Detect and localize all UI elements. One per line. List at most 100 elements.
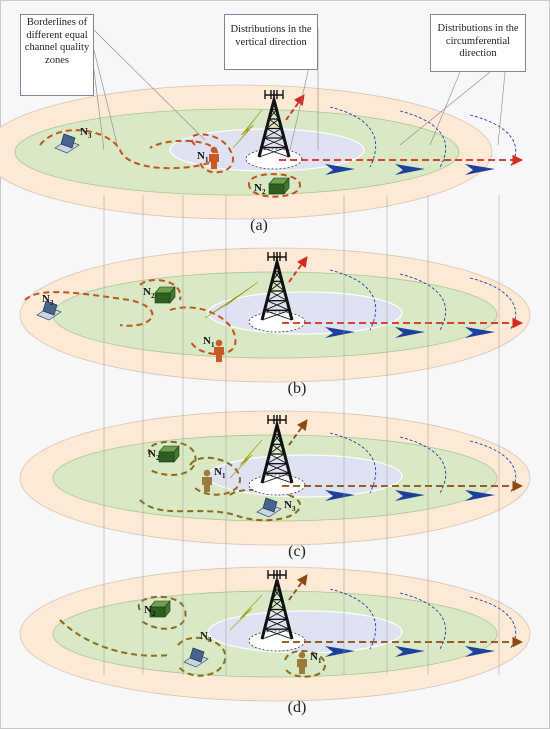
user-body [202,477,212,492]
zone-boundary [284,649,327,678]
direction-wedge [325,646,355,657]
tower-brace [261,628,290,640]
user-head [215,339,223,347]
tower-brace [274,589,283,600]
zone-boundary [247,173,302,198]
user-body [297,659,307,674]
tower-brace [266,300,290,311]
tower-brace [261,472,290,484]
tower-brace [264,618,288,630]
direction-wedge [465,490,495,501]
circumferential-arc [399,436,446,494]
router-side [173,445,180,463]
tower-brace [269,280,283,292]
user-head [298,651,306,659]
laptop-screen [189,647,205,663]
router-front [268,183,285,195]
tower-brace [269,443,283,455]
callout-connector [93,29,206,141]
vertical-distribution-callout: Distributions in the vertical direction [224,14,318,70]
node-label-n1: N1 [203,335,215,350]
user-icon [297,651,307,674]
tower-brace [266,453,285,465]
tower-brace [271,271,280,282]
node-label-n3: N3 [42,293,54,308]
router-side [283,177,290,195]
tower-brace [269,453,288,465]
router-icon [149,600,171,618]
tower-icon [248,252,306,333]
direction-wedge [325,490,355,501]
zone-boundary [189,456,242,496]
circumferential-distribution-callout: Distributions in the circumferential dir… [430,14,526,72]
lightning-icon [204,281,259,319]
panel-b [19,247,531,383]
direction-wedge [395,164,425,175]
vertical-distribution-arrow [285,94,305,121]
tower-brace [261,147,290,158]
circumferential-arc [399,110,446,168]
user-icon [209,146,219,169]
callout-connector [497,71,506,146]
tower-brace [264,300,288,311]
zone-boundary [137,595,187,630]
tower-brace [264,628,293,640]
panel-d [19,566,531,702]
direction-wedge [395,646,425,657]
node-label-n2: N2 [144,604,156,619]
router-front [154,292,171,304]
inner-zone [207,610,403,654]
user-icon [214,339,224,362]
node-label-n3: N3 [80,126,92,141]
user-icon [202,469,212,492]
router-front [158,451,175,463]
node-label-n1: N1 [310,651,322,666]
tower-brace [266,128,285,139]
inner-zone [207,291,403,335]
panel-label: (a) [250,217,268,234]
node-label-n1: N1 [197,150,209,165]
tower-brace [268,118,282,129]
tower-brace [263,128,282,139]
zone-boundary [190,133,234,174]
vertical-distribution-arrow [288,574,308,601]
zone-boundary [39,129,219,170]
direction-wedge [325,327,355,338]
tower-brace [271,280,285,292]
circumferential-arc [329,269,376,331]
tower-brace [266,290,285,302]
tower-brace [271,434,280,445]
circumferential-arc [329,588,376,650]
node-label-n2: N2 [148,448,160,463]
panel-label: (d) [287,699,307,716]
node-label-n1: N1 [214,466,226,481]
callout-connector [429,71,461,146]
laptop-icon [256,497,282,518]
node-label-n2: N2 [254,182,266,197]
tower-brace [264,463,288,474]
panel-c [19,410,531,546]
router-icon [154,286,176,304]
tower-brace [261,309,290,321]
panel-label: (c) [288,543,306,560]
laptop-icon [36,300,62,321]
vertical-distribution-arrow [288,419,308,446]
callout-connectors [93,27,506,675]
lightning-icon [229,594,263,631]
direction-wedge [465,164,495,175]
tower-brace [274,434,283,445]
node-label-n3: N3 [200,630,212,645]
circumferential-arc [399,273,446,331]
tower-brace [258,147,287,158]
tower-brace [271,599,285,610]
direction-wedge [395,490,425,501]
node-label-n2: N2 [143,286,155,301]
router-side [164,600,171,618]
user-head [203,469,211,477]
tower-brace [268,109,277,120]
zone-boundary [169,306,237,356]
tower-brace [269,609,288,620]
router-icon [268,177,290,195]
circumferential-arc [329,106,376,168]
